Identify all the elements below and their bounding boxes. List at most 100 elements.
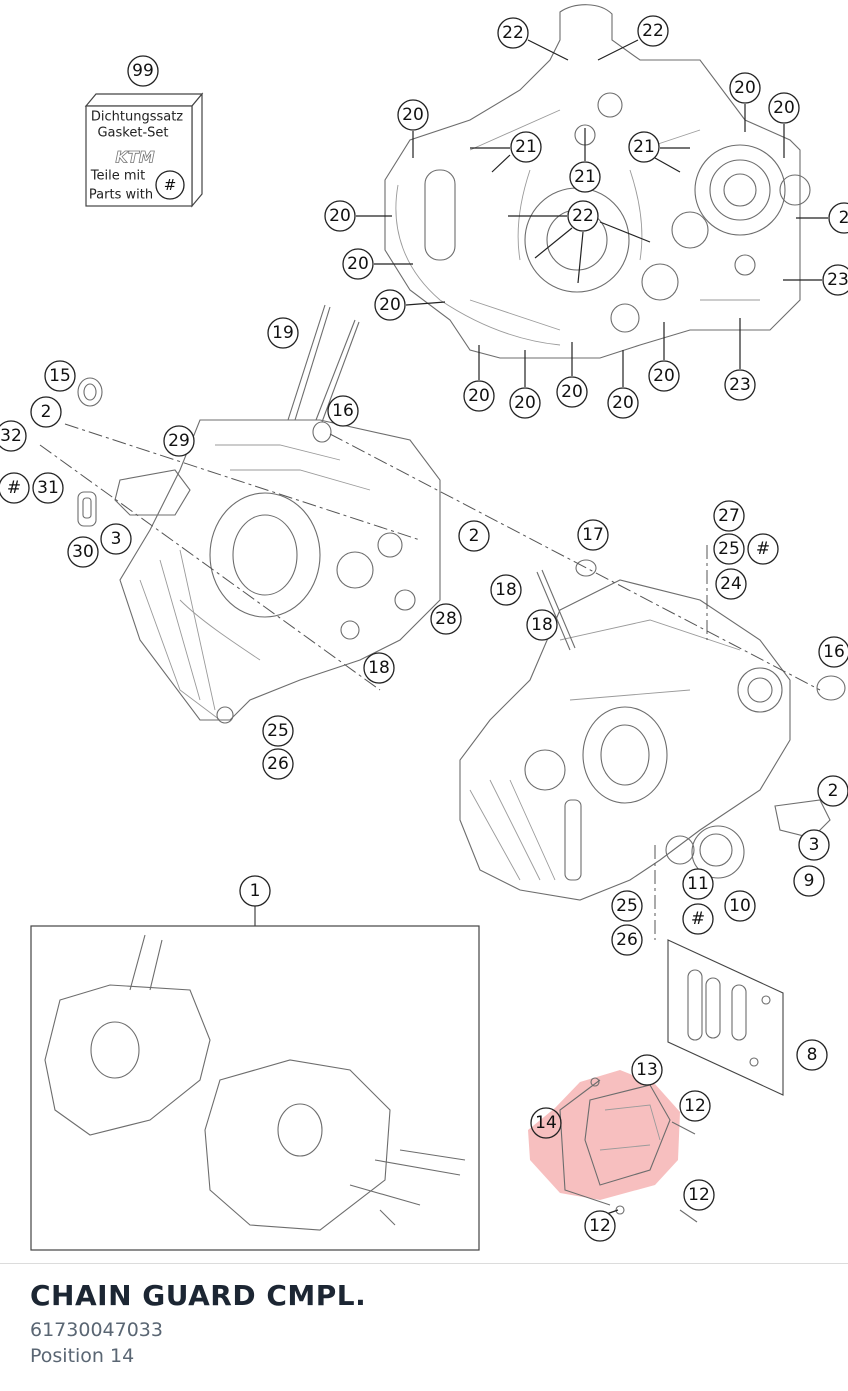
callout-23[interactable]: 23 bbox=[724, 369, 756, 401]
callout-10[interactable]: 10 bbox=[724, 890, 756, 922]
callout-21[interactable]: 21 bbox=[628, 131, 660, 163]
callout-27[interactable]: 27 bbox=[713, 500, 745, 532]
svg-text:18: 18 bbox=[495, 580, 517, 600]
svg-text:2: 2 bbox=[469, 526, 480, 546]
svg-text:17: 17 bbox=[582, 525, 604, 545]
callout-16[interactable]: 16 bbox=[818, 636, 848, 668]
callout-99[interactable]: 99 bbox=[127, 55, 159, 87]
callout-29[interactable]: 29 bbox=[163, 425, 195, 457]
callout-15[interactable]: 15 bbox=[44, 360, 76, 392]
callout-1[interactable]: 1 bbox=[239, 875, 271, 907]
callout-hash[interactable]: # bbox=[682, 903, 714, 935]
callout-20[interactable]: 20 bbox=[768, 92, 800, 124]
svg-text:20: 20 bbox=[561, 382, 583, 402]
callout-8[interactable]: 8 bbox=[796, 1039, 828, 1071]
callout-30[interactable]: 30 bbox=[67, 536, 99, 568]
svg-text:30: 30 bbox=[72, 542, 94, 562]
svg-text:1: 1 bbox=[250, 881, 261, 901]
svg-text:15: 15 bbox=[49, 366, 71, 386]
svg-text:2: 2 bbox=[41, 402, 52, 422]
svg-text:13: 13 bbox=[636, 1060, 658, 1080]
callout-3[interactable]: 3 bbox=[100, 523, 132, 555]
callout-22[interactable]: 22 bbox=[497, 17, 529, 49]
callout-26[interactable]: 26 bbox=[262, 748, 294, 780]
svg-text:2: 2 bbox=[839, 208, 848, 228]
svg-text:29: 29 bbox=[168, 431, 190, 451]
svg-text:21: 21 bbox=[574, 167, 596, 187]
callout-19[interactable]: 19 bbox=[267, 317, 299, 349]
callout-2[interactable]: 2 bbox=[817, 775, 848, 807]
callout-25[interactable]: 25 bbox=[713, 533, 745, 565]
svg-text:9: 9 bbox=[804, 871, 815, 891]
callout-21[interactable]: 21 bbox=[510, 131, 542, 163]
svg-text:20: 20 bbox=[379, 295, 401, 315]
callout-25[interactable]: 25 bbox=[611, 890, 643, 922]
svg-text:#: # bbox=[691, 909, 705, 929]
svg-text:20: 20 bbox=[402, 105, 424, 125]
callout-25[interactable]: 25 bbox=[262, 715, 294, 747]
callout-12[interactable]: 12 bbox=[584, 1210, 616, 1242]
part-name: CHAIN GUARD CMPL. bbox=[30, 1279, 367, 1312]
callout-11[interactable]: 11 bbox=[682, 868, 714, 900]
svg-text:25: 25 bbox=[616, 896, 638, 916]
callout-28[interactable]: 28 bbox=[430, 603, 462, 635]
svg-text:28: 28 bbox=[435, 609, 457, 629]
callout-2[interactable]: 2 bbox=[30, 396, 62, 428]
svg-text:12: 12 bbox=[589, 1216, 611, 1236]
callout-20[interactable]: 20 bbox=[374, 289, 406, 321]
callout-13[interactable]: 13 bbox=[631, 1054, 663, 1086]
callout-2[interactable]: 2 bbox=[458, 520, 490, 552]
callout-20[interactable]: 20 bbox=[342, 248, 374, 280]
callout-24[interactable]: 24 bbox=[715, 568, 747, 600]
callout-hash[interactable]: # bbox=[0, 472, 30, 504]
svg-text:21: 21 bbox=[633, 137, 655, 157]
callout-20[interactable]: 20 bbox=[729, 72, 761, 104]
svg-text:20: 20 bbox=[612, 393, 634, 413]
svg-text:32: 32 bbox=[0, 426, 22, 446]
svg-text:2: 2 bbox=[828, 781, 839, 801]
callout-21[interactable]: 21 bbox=[569, 161, 601, 193]
callout-22[interactable]: 22 bbox=[567, 200, 599, 232]
callout-18[interactable]: 18 bbox=[490, 574, 522, 606]
callout-20[interactable]: 20 bbox=[463, 380, 495, 412]
callout-31[interactable]: 31 bbox=[32, 472, 64, 504]
svg-text:21: 21 bbox=[515, 137, 537, 157]
callout-20[interactable]: 20 bbox=[607, 387, 639, 419]
callout-18[interactable]: 18 bbox=[363, 652, 395, 684]
callout-26[interactable]: 26 bbox=[611, 924, 643, 956]
exploded-parts-diagram: Dichtungssatz Gasket-Set KTM Teile mit P… bbox=[0, 4, 848, 1251]
svg-text:99: 99 bbox=[132, 61, 154, 81]
callout-22[interactable]: 22 bbox=[637, 15, 669, 47]
callout-2[interactable]: 2 bbox=[828, 202, 848, 234]
svg-text:26: 26 bbox=[267, 754, 289, 774]
callout-32[interactable]: 32 bbox=[0, 420, 27, 452]
ktm-logo: KTM bbox=[115, 148, 154, 167]
callout-16[interactable]: 16 bbox=[327, 395, 359, 427]
chain-guard-highlight[interactable] bbox=[528, 1070, 698, 1223]
svg-text:31: 31 bbox=[37, 478, 59, 498]
svg-text:11: 11 bbox=[687, 874, 709, 894]
gasket-set-box[interactable]: Dichtungssatz Gasket-Set KTM Teile mit P… bbox=[84, 92, 204, 208]
svg-text:22: 22 bbox=[642, 21, 664, 41]
callout-3[interactable]: 3 bbox=[798, 829, 830, 861]
callout-20[interactable]: 20 bbox=[397, 99, 429, 131]
callout-20[interactable]: 20 bbox=[648, 360, 680, 392]
svg-text:20: 20 bbox=[734, 78, 756, 98]
gasket-set-label-en: Gasket-Set bbox=[97, 126, 168, 141]
callout-18[interactable]: 18 bbox=[526, 609, 558, 641]
callout-17[interactable]: 17 bbox=[577, 519, 609, 551]
callout-12[interactable]: 12 bbox=[683, 1179, 715, 1211]
callout-20[interactable]: 20 bbox=[556, 376, 588, 408]
callout-20[interactable]: 20 bbox=[509, 387, 541, 419]
callout-9[interactable]: 9 bbox=[793, 865, 825, 897]
callout-hash[interactable]: # bbox=[747, 533, 779, 565]
svg-text:26: 26 bbox=[616, 930, 638, 950]
callout-20[interactable]: 20 bbox=[324, 200, 356, 232]
part-number: 61730047033 bbox=[30, 1319, 163, 1341]
callout-23[interactable]: 23 bbox=[822, 264, 848, 296]
svg-text:25: 25 bbox=[267, 721, 289, 741]
callout-12[interactable]: 12 bbox=[679, 1090, 711, 1122]
svg-text:27: 27 bbox=[718, 506, 740, 526]
callout-14[interactable]: 14 bbox=[530, 1107, 562, 1139]
